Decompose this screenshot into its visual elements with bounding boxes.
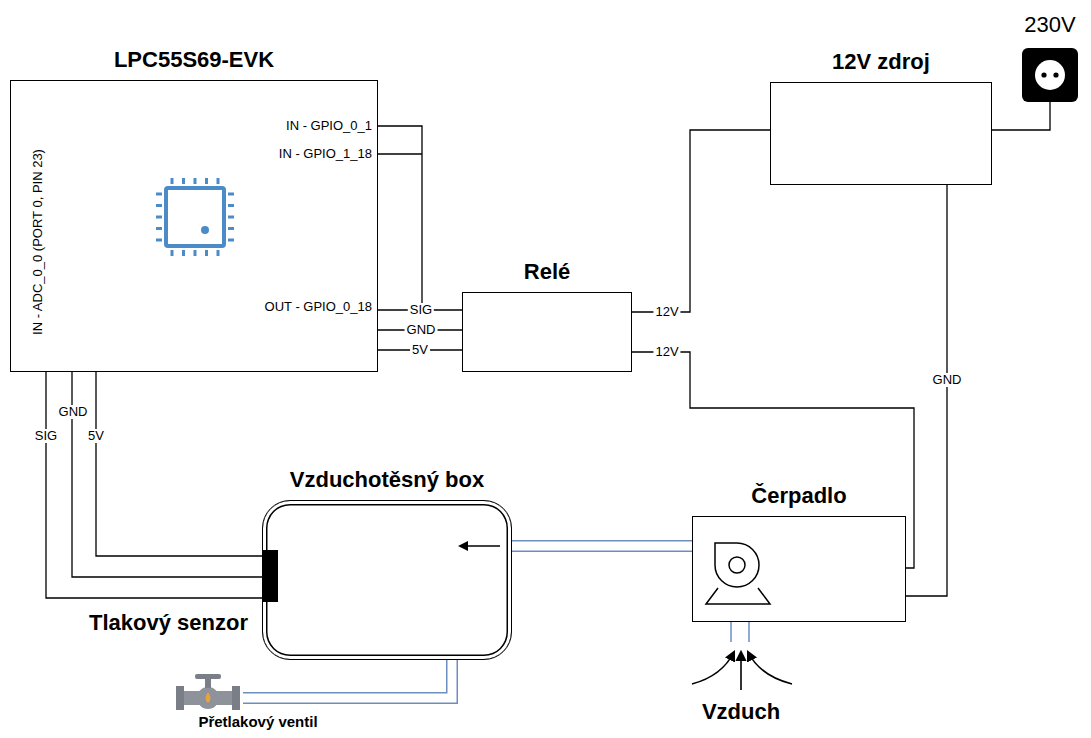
wire-label: GND bbox=[57, 405, 90, 419]
air-tube bbox=[458, 541, 692, 551]
socket-face bbox=[1022, 48, 1078, 102]
air-tube bbox=[243, 658, 452, 698]
power-supply-box: 12V zdroj bbox=[770, 82, 992, 185]
wire-label: 12V bbox=[653, 305, 680, 319]
wire bbox=[378, 350, 462, 351]
relay-box: Relé bbox=[462, 292, 632, 372]
wire bbox=[632, 352, 914, 568]
pin-label: IN - ADC_0_0 (PORT 0, PIN 23) bbox=[31, 149, 45, 335]
pump-icon bbox=[706, 543, 770, 604]
wire bbox=[72, 372, 262, 577]
chip-icon bbox=[156, 178, 234, 256]
pump-box: Čerpadlo bbox=[692, 516, 906, 622]
wire-label: SIG bbox=[33, 429, 59, 443]
pin-label: IN - GPIO_1_18 bbox=[279, 147, 372, 161]
node-heading: 230V bbox=[1024, 12, 1075, 38]
pressure-sensor: Tlakový senzor bbox=[262, 550, 278, 602]
wire-label: 12V bbox=[653, 345, 680, 359]
wire bbox=[992, 102, 1050, 130]
feedback-wire bbox=[378, 126, 422, 310]
pin-label: OUT - GPIO_0_18 bbox=[265, 300, 372, 314]
arrowhead bbox=[458, 541, 468, 551]
node-heading: 12V zdroj bbox=[832, 49, 930, 75]
valve: Přetlakový ventil bbox=[175, 672, 243, 712]
wire-label: 5V bbox=[86, 429, 106, 443]
wire bbox=[378, 330, 462, 331]
air-label: Vzduch bbox=[702, 699, 780, 725]
pin-label: IN - GPIO_0_1 bbox=[286, 119, 372, 133]
wire bbox=[46, 372, 262, 598]
wire-label: GND bbox=[931, 373, 964, 387]
wire bbox=[378, 310, 462, 311]
node-heading: Vzduchotěsný box bbox=[290, 467, 484, 493]
wire-label: 5V bbox=[410, 343, 430, 357]
air-inlet-tube bbox=[731, 622, 749, 642]
airtight-box: Vzduchotěsný box bbox=[262, 500, 512, 660]
valve-icon bbox=[176, 674, 240, 710]
wire-label: SIG bbox=[408, 303, 434, 317]
node-heading: Přetlakový ventil bbox=[198, 713, 317, 730]
wire-label: GND bbox=[405, 323, 438, 337]
wire bbox=[632, 130, 770, 312]
node-heading: LPC55S69-EVK bbox=[114, 47, 274, 73]
node-heading: Čerpadlo bbox=[751, 483, 846, 509]
wire bbox=[96, 372, 262, 556]
air-flow-arrows bbox=[692, 652, 792, 690]
wire bbox=[906, 185, 947, 596]
node-heading: Relé bbox=[524, 259, 570, 285]
node-heading: Tlakový senzor bbox=[89, 610, 248, 636]
socket-icon: 230V bbox=[1022, 48, 1078, 102]
